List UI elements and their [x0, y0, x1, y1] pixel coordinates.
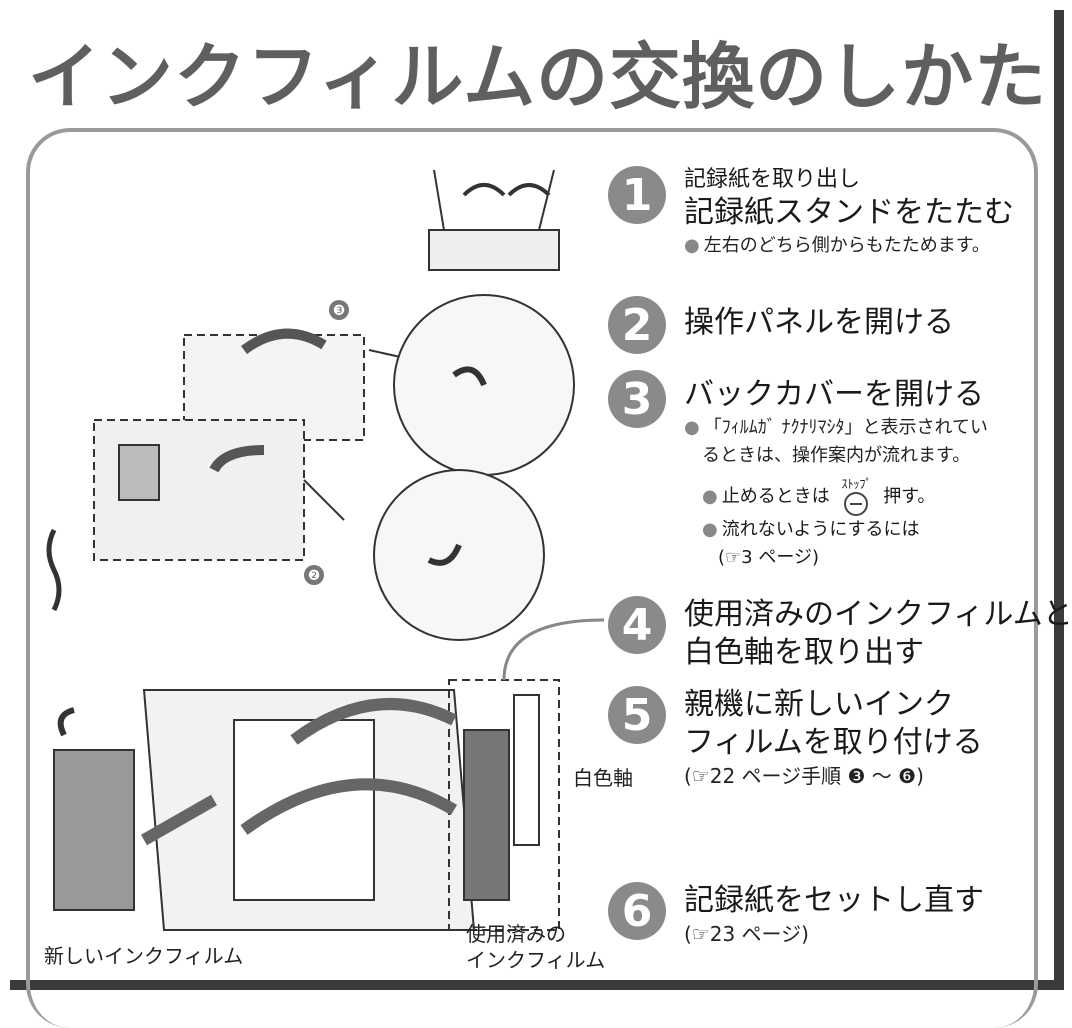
step-3-sub2: ●流れないようにするには	[702, 519, 920, 540]
step-6-line1: 記録紙をセットし直す	[684, 883, 984, 918]
callout-3: ❸	[333, 303, 346, 319]
step-3-note: ●「ﾌｨﾙﾑｶﾞ ﾅｸﾅﾘﾏｼﾀ」と表示されてい	[684, 417, 988, 438]
step-3-line1: バックカバーを開ける	[684, 377, 984, 412]
paper-stand-drawing	[428, 169, 560, 271]
open-fax-drawing	[53, 618, 605, 931]
step-1-line1: 記録紙を取り出し	[684, 167, 861, 192]
bullet-icon: ●	[702, 486, 718, 507]
step-number: 1	[608, 166, 666, 224]
step-1-note: ●左右のどちら側からもたためます。	[684, 235, 990, 256]
label-new-film: 新しいインクフィルム	[44, 944, 244, 968]
fax-machine-drawing	[46, 328, 415, 612]
callout-2: ❷	[308, 568, 321, 584]
step-number: 2	[608, 296, 666, 354]
bullet-icon: ●	[702, 519, 718, 540]
step-number: 3	[608, 370, 666, 428]
bullet-icon: ●	[684, 417, 700, 438]
step-5-line1: 親機に新しいインク	[684, 687, 954, 722]
step-6-ref: (☞23 ページ)	[684, 922, 809, 946]
fax-illustration: ❸ ❷	[46, 169, 605, 931]
stop-key-icon: ｽﾄｯﾌﾟ	[841, 478, 871, 516]
content-panel	[26, 128, 1038, 1028]
bullet-icon: ●	[684, 235, 700, 256]
step-5-line2: フィルムを取り付ける	[684, 725, 983, 760]
step-5-ref: (☞22 ページ手順 ❸ ～ ❻)	[684, 764, 924, 788]
page-title: インクフィルムの交換のしかた	[28, 35, 1048, 119]
label-used-film-2: インクフィルム	[466, 948, 606, 972]
label-used-film-1: 使用済みの	[466, 922, 566, 946]
step-2-line1: 操作パネルを開ける	[684, 305, 954, 340]
step-4-line1: 使用済みのインクフィルムと	[684, 597, 1072, 632]
label-white-shaft: 白色軸	[573, 766, 633, 790]
step-3-sub1: ●止めるときは ｽﾄｯﾌﾟ 押す。	[684, 478, 988, 516]
step-number: 5	[608, 686, 666, 744]
step-1-line2: 記録紙スタンドをたたむ	[684, 195, 1014, 230]
step-3-note2: るときは、操作案内が流れます。	[702, 445, 971, 466]
step-number: 4	[608, 596, 666, 654]
step-number: 6	[608, 882, 666, 940]
step-3-sub2-ref: (☞3 ページ)	[718, 547, 819, 568]
zoom-circle-panel-latch	[373, 469, 545, 641]
step-4-line2: 白色軸を取り出す	[684, 635, 924, 670]
